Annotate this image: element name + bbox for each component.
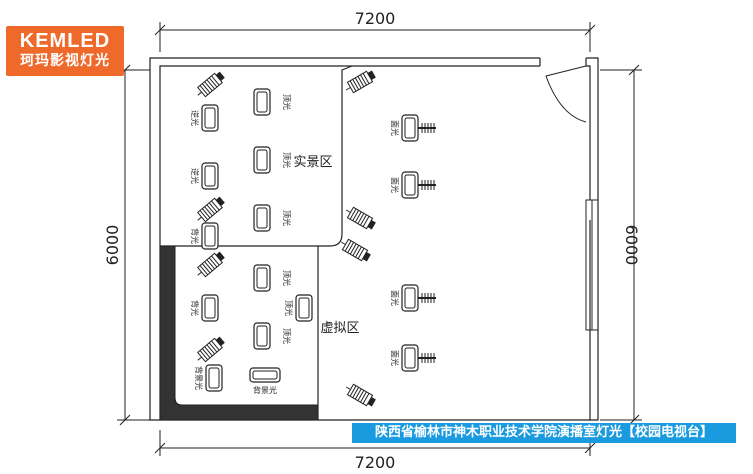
door — [545, 65, 587, 123]
spotlight-fixture — [197, 71, 225, 98]
brand-logo: KEMLED 珂玛影视灯光 — [6, 26, 124, 76]
spotlight-fixture — [345, 383, 376, 407]
panel-light-fixture: 顶光 — [253, 264, 292, 292]
fixture-label: 逆光 — [190, 110, 200, 126]
dimension-top: 7200 — [355, 9, 396, 28]
fixture-label: 顶光 — [282, 270, 292, 286]
dimension-bottom: 7200 — [355, 453, 396, 472]
spotlight-fixture — [340, 238, 371, 262]
panel-light-fixture: 顶光 — [253, 322, 292, 350]
fixture-label: 顶光 — [282, 210, 292, 226]
panel-light-fixture: 顶光 — [284, 294, 313, 322]
panel-light-fixture: 顶光 — [253, 88, 292, 116]
dimension-right: 6000 — [622, 225, 641, 266]
panel-light-fixture: 面光 — [390, 171, 436, 199]
real-set-label: 实景区 — [293, 155, 332, 170]
spotlight-fixture — [345, 70, 376, 94]
panel-light-fixture: 背景光 — [249, 367, 281, 395]
fixture-label: 顶光 — [284, 300, 294, 316]
brand-name: KEMLED — [19, 30, 111, 52]
spotlight-fixture — [197, 196, 225, 223]
fixture-label: 面光 — [390, 177, 400, 193]
panel-light-fixture: 逆光 — [190, 162, 219, 190]
zone-dividers — [160, 65, 353, 420]
virtual-set-cove — [159, 245, 319, 421]
fixture-label: 逆光 — [190, 168, 200, 184]
fixture-label: 面光 — [390, 290, 400, 306]
caption-banner: 陕西省榆林市神木职业技术学院演播室灯光【校园电视台】 — [352, 423, 736, 443]
spotlight-fixture — [345, 206, 376, 230]
window — [585, 199, 599, 331]
spotlight-fixture — [197, 336, 225, 363]
brand-subtitle: 珂玛影视灯光 — [20, 53, 110, 69]
panel-light-fixture: 顶光 — [253, 146, 292, 174]
virtual-set-label: 虚拟区 — [320, 321, 359, 336]
panel-light-fixture: 顶光 — [253, 204, 292, 232]
panel-light-fixture: 背光 — [190, 294, 219, 322]
dimension-left: 6000 — [103, 225, 122, 266]
panel-light-fixture: 背光 — [190, 222, 219, 250]
fixture-label: 顶光 — [282, 94, 292, 110]
panel-light-fixture: 面光 — [390, 114, 436, 142]
fixture-label: 背景光 — [194, 366, 204, 390]
panel-light-fixture: 背景光 — [194, 364, 223, 392]
fixture-label: 顶光 — [282, 328, 292, 344]
panel-light-fixture: 面光 — [390, 344, 436, 372]
fixture-label: 面光 — [390, 350, 400, 366]
fixture-label: 背光 — [190, 228, 200, 244]
panel-light-fixture: 逆光 — [190, 104, 219, 132]
spotlight-fixture — [197, 251, 225, 278]
fixture-label: 顶光 — [282, 152, 292, 168]
fixture-label: 背景光 — [253, 385, 277, 395]
fixture-label: 面光 — [390, 120, 400, 136]
panel-light-fixture: 面光 — [390, 284, 436, 312]
fixture-label: 背光 — [190, 300, 200, 316]
